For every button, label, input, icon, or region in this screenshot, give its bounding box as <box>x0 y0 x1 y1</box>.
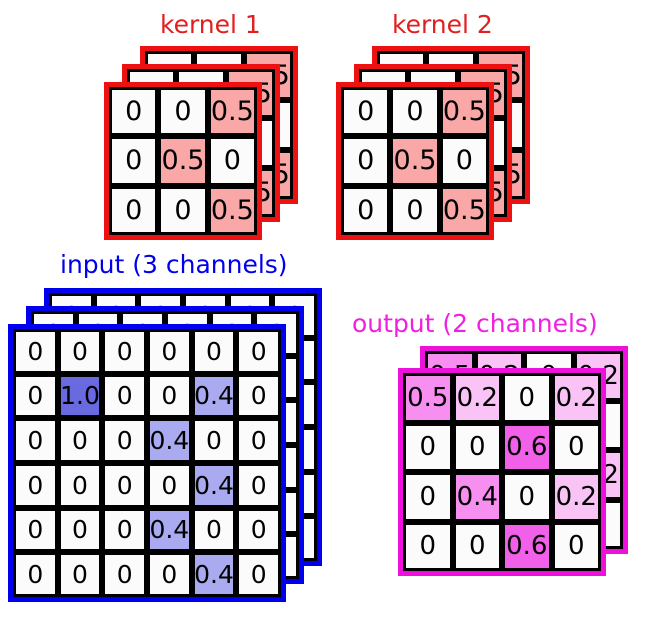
grid-cell: 0 <box>341 87 391 137</box>
kernel-2-stack: 000.500.50000.5000.500.50000.5000.500.50… <box>336 46 536 240</box>
grid-cell: 0 <box>109 136 159 186</box>
grid-cell: 0 <box>439 136 489 186</box>
grid-cell: 0.2 <box>551 472 601 522</box>
grid-cell: 0.4 <box>191 463 237 508</box>
grid-cell: 0.6 <box>502 521 552 571</box>
grid-cell: 0 <box>13 329 58 374</box>
grid-cell: 0.2 <box>551 373 601 423</box>
grid-cell: 0 <box>236 463 281 508</box>
grid-cell: 0 <box>452 422 502 472</box>
grid-cell: 0 <box>57 507 103 553</box>
grid-cell: 0 <box>57 329 103 374</box>
grid-cell: 0 <box>158 185 208 235</box>
grid-cell: 0 <box>551 521 601 571</box>
grid-cell: 0 <box>403 521 453 571</box>
grid-cell: 0 <box>102 507 147 553</box>
grid-cell: 0 <box>102 329 147 374</box>
grid-cell: 0.5 <box>207 87 257 137</box>
grid-cell: 0 <box>390 87 440 137</box>
grid-cell: 0 <box>236 373 281 419</box>
grid-cell: 1.0 <box>57 373 103 419</box>
grid-cell: 0 <box>147 329 192 374</box>
grid-cell: 0 <box>13 463 58 508</box>
grid-cell: 0 <box>102 418 147 463</box>
kernel-2-title: kernel 2 <box>392 10 493 39</box>
grid-cell: 0.4 <box>191 552 237 597</box>
grid-cell: 0 <box>13 507 58 553</box>
grid-cell: 0 <box>341 136 391 186</box>
grid-cell: 0 <box>236 552 281 597</box>
kernel-1-stack: 000.500.50000.5000.500.50000.5000.500.50… <box>104 46 304 240</box>
grid-cell: 0 <box>57 552 103 597</box>
grid-cell: 0.4 <box>191 373 237 419</box>
output-stack: 0.50.200.2000.6000.400.2000.600.50.200.2… <box>398 346 648 576</box>
grid-cell: 0.4 <box>452 472 502 522</box>
grid-cell: 0 <box>390 185 440 235</box>
grid-cell: 0 <box>236 329 281 374</box>
grid-cell: 0 <box>191 329 237 374</box>
grid-cell: 0 <box>158 87 208 137</box>
grid-cell: 0.5 <box>207 185 257 235</box>
grid-cell: 0 <box>147 552 192 597</box>
grid-cell: 0 <box>502 373 552 423</box>
grid-cell: 0.5 <box>158 136 208 186</box>
grid-cell: 0.2 <box>452 373 502 423</box>
grid-cell: 0 <box>57 463 103 508</box>
grid-cell: 0 <box>207 136 257 186</box>
grid-cell: 0 <box>57 418 103 463</box>
grid-cell: 0.5 <box>439 185 489 235</box>
grid-cell: 0 <box>403 422 453 472</box>
grid-cell: 0.4 <box>147 418 192 463</box>
grid-cell: 0.6 <box>502 422 552 472</box>
grid-cell: 0 <box>452 521 502 571</box>
grid-cell: 0 <box>102 552 147 597</box>
grid-cell: 0 <box>109 185 159 235</box>
grid-cell: 0.4 <box>147 507 192 553</box>
grid-cell: 0 <box>102 373 147 419</box>
grid-cell: 0 <box>109 87 159 137</box>
grid-cell: 0 <box>147 373 192 419</box>
grid-cell: 0 <box>13 552 58 597</box>
grid-cell: 0 <box>191 418 237 463</box>
grid-cell: 0.5 <box>390 136 440 186</box>
grid-cell: 0.5 <box>439 87 489 137</box>
input-title: input (3 channels) <box>60 250 288 279</box>
grid-cell: 0.5 <box>403 373 453 423</box>
grid-cell: 0 <box>13 373 58 419</box>
kernel-1-title: kernel 1 <box>160 10 261 39</box>
grid-cell: 0 <box>191 507 237 553</box>
grid-cell: 0 <box>13 418 58 463</box>
grid-cell: 0 <box>236 418 281 463</box>
grid-cell: 0 <box>236 507 281 553</box>
grid-cell: 0 <box>502 472 552 522</box>
grid-cell: 0 <box>551 422 601 472</box>
grid-cell: 0 <box>403 472 453 522</box>
grid-cell: 0 <box>341 185 391 235</box>
grid-cell: 0 <box>147 463 192 508</box>
grid-cell: 0 <box>102 463 147 508</box>
output-title: output (2 channels) <box>352 309 598 338</box>
